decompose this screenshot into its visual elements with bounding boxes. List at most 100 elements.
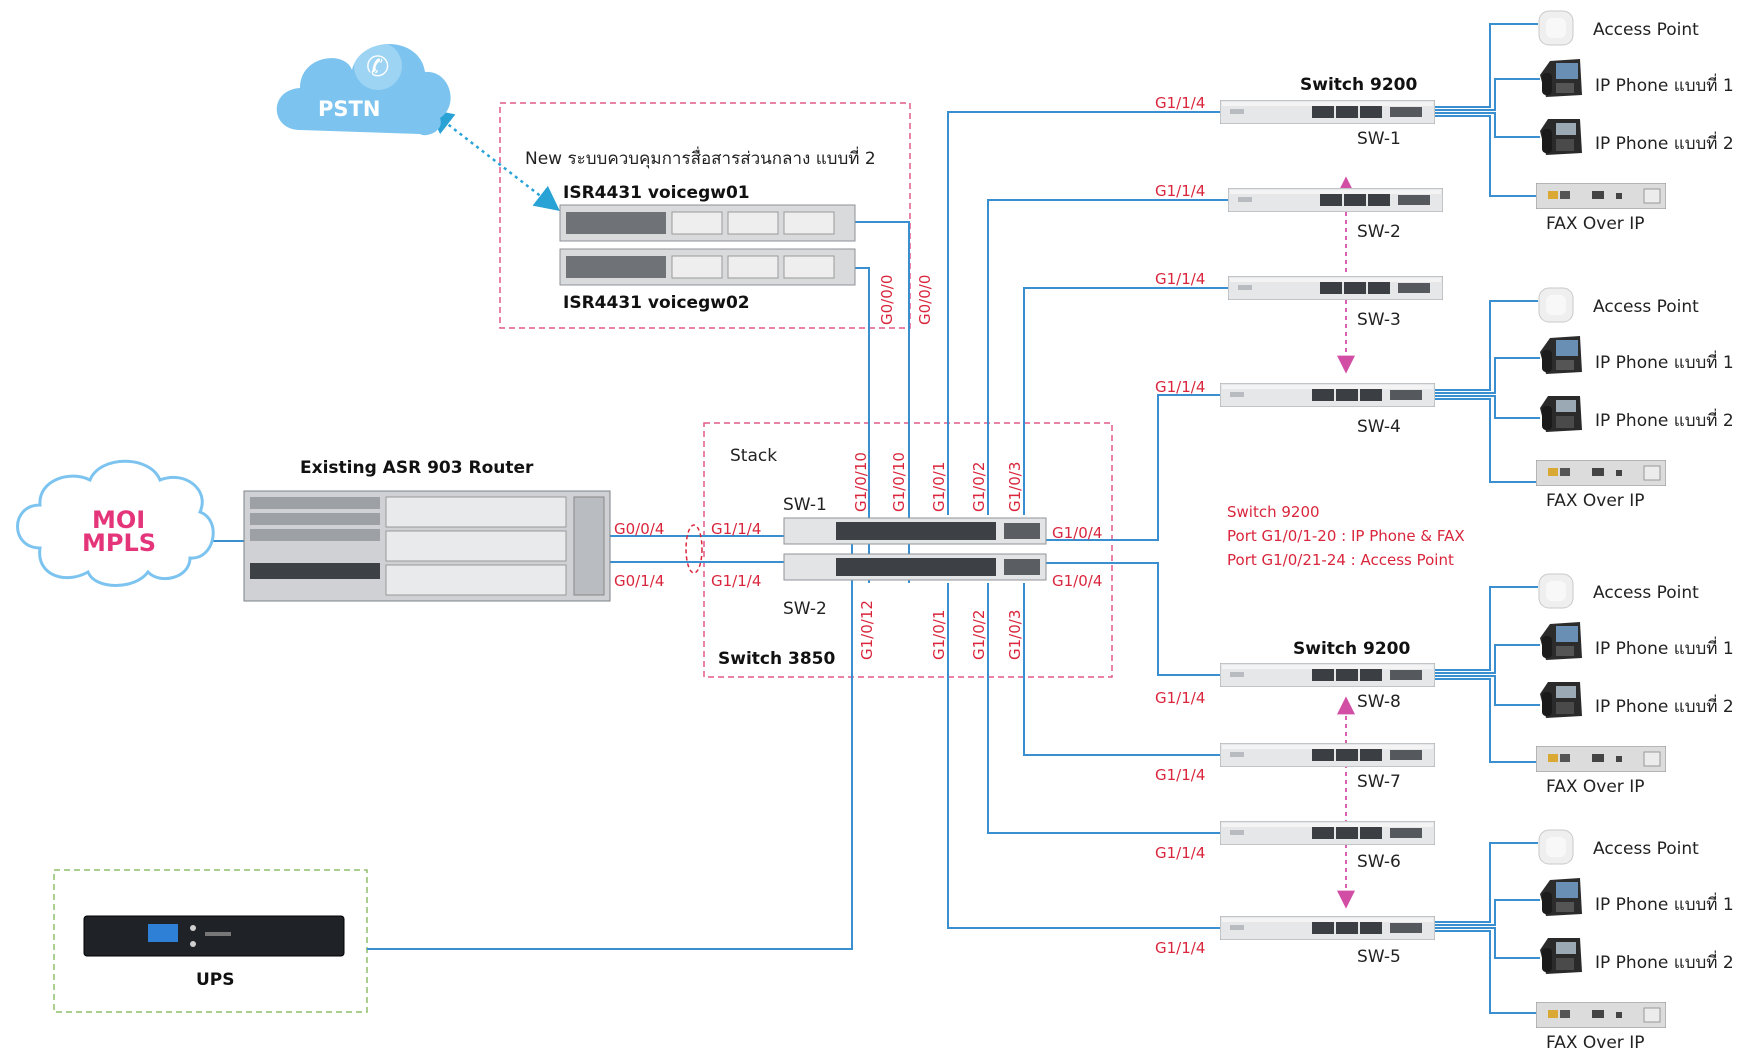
core-top-port-2: G1/0/10: [890, 452, 908, 512]
access-switch-label: SW-6: [1357, 852, 1401, 872]
pstn-label: PSTN: [318, 97, 380, 121]
fax-label: FAX Over IP: [1546, 214, 1644, 234]
core-top-port-5: G1/0/3: [1006, 462, 1024, 512]
core-top-port-1: G1/0/10: [852, 452, 870, 512]
router-port-top: G0/0/4: [614, 520, 664, 538]
voicegw-port-b: G0/0/0: [916, 275, 934, 325]
core-top-port-labels: G1/0/10 G1/0/10 G1/0/1 G1/0/2 G1/0/3: [852, 452, 1024, 512]
core-top-port-4: G1/0/2: [970, 462, 988, 512]
moi-label: MOI: [92, 506, 145, 534]
link-core-to-sw1: [947, 111, 1220, 515]
core-bottom-port-2: G1/0/1: [930, 610, 948, 660]
ups-device: [83, 915, 345, 957]
ip-phone-2-icon: [1540, 682, 1582, 718]
access-switch-sw-2: [1228, 188, 1443, 212]
voice-gateway-group-box: [499, 102, 911, 329]
router-port-bottom: G0/1/4: [614, 572, 664, 590]
access-point-label: Access Point: [1593, 839, 1699, 859]
access-switch-uplink-port: G1/1/4: [1155, 766, 1205, 784]
pstn-cloud: ✆ PSTN: [276, 42, 451, 136]
ip-phone-2-label: IP Phone แบบที่ 2: [1595, 131, 1734, 154]
core-switch-sw1: [783, 517, 1047, 545]
access-point-icon: [1538, 573, 1574, 609]
link-core-to-sw6: [987, 583, 1220, 834]
access-switch-uplink-port: G1/1/4: [1155, 270, 1205, 288]
link-ups-to-core: [367, 523, 853, 950]
access-switch-label: SW-7: [1357, 772, 1401, 792]
router-title: Existing ASR 903 Router: [300, 458, 534, 478]
access-switch-sw-7: [1220, 743, 1435, 767]
ip-phone-2-label: IP Phone แบบที่ 2: [1595, 950, 1734, 973]
access-switch-label: SW-1: [1357, 129, 1401, 149]
fax-label: FAX Over IP: [1546, 491, 1644, 511]
access-switch-label: SW-4: [1357, 417, 1401, 437]
ip-phone-2-icon: [1540, 119, 1582, 155]
core-right-port-bottom: G1/0/4: [1052, 572, 1102, 590]
link-core-to-sw3: [1023, 287, 1228, 515]
core-left-port-bottom: G1/1/4: [711, 572, 761, 590]
ip-phone-2-label: IP Phone แบบที่ 2: [1595, 408, 1734, 431]
etherchannel-ring: [685, 524, 703, 574]
voice-gateway-title: New ระบบควบคุมการสื่อสารส่วนกลาง แบบที่ …: [525, 146, 876, 169]
ip-phone-2-icon: [1540, 396, 1582, 432]
link-pstn-to-voicegw: [428, 108, 560, 212]
access-switch-uplink-port: G1/1/4: [1155, 182, 1205, 200]
ip-phone-1-icon: [1540, 59, 1582, 97]
access-switch-label: SW-5: [1357, 947, 1401, 967]
fax-icon: [1536, 183, 1666, 209]
core-top-port-3: G1/0/1: [930, 462, 948, 512]
asr903-router-device: [243, 490, 611, 602]
core-bottom-port-4: G1/0/3: [1006, 610, 1024, 660]
ip-phone-1-label: IP Phone แบบที่ 1: [1595, 636, 1734, 659]
ip-phone-2-icon: [1540, 938, 1582, 974]
access-switches: SW-1G1/1/4SW-2G1/1/4SW-3G1/1/4SW-4G1/1/4…: [1155, 94, 1443, 967]
access-point-icon: [1538, 829, 1574, 865]
ups-label: UPS: [196, 970, 235, 990]
access-switch-label: SW-2: [1357, 222, 1401, 242]
note-line2: Port G1/0/1-20 : IP Phone & FAX: [1227, 527, 1465, 545]
voicegw-port-a: G0/0/0: [878, 275, 896, 325]
note-line1: Switch 9200: [1227, 503, 1320, 521]
core-left-port-top: G1/1/4: [711, 520, 761, 538]
phone-icon: [354, 42, 402, 90]
link-core-to-sw7: [1023, 583, 1220, 756]
fax-label: FAX Over IP: [1546, 1033, 1644, 1051]
stack-label: Stack: [730, 446, 777, 466]
moi-mpls-cloud: MOI MPLS: [16, 459, 215, 587]
endpoint-group-2: Access Point IP Phone แบบที่ 1 IP Phone แบ…: [1536, 287, 1734, 511]
ip-phone-1-label: IP Phone แบบที่ 1: [1595, 350, 1734, 373]
ip-phone-1-icon: [1540, 622, 1582, 660]
ip-phone-2-label: IP Phone แบบที่ 2: [1595, 694, 1734, 717]
access-point-label: Access Point: [1593, 583, 1699, 603]
link-core-to-sw4: [1045, 394, 1220, 541]
access-point-icon: [1538, 287, 1574, 323]
ups-group-box: [53, 869, 368, 1013]
phone-glyph: ✆: [366, 50, 389, 83]
endpoint-groups: Access Point IP Phone แบบที่ 1 IP Phone แบ…: [1536, 10, 1734, 1051]
access-point-label: Access Point: [1593, 20, 1699, 40]
ip-phone-1-icon: [1540, 336, 1582, 374]
access-group-top-title: Switch 9200: [1300, 75, 1417, 95]
access-switch-sw-5: [1220, 916, 1435, 940]
fax-icon: [1536, 1002, 1666, 1028]
access-group-bottom-title: Switch 9200: [1293, 639, 1410, 659]
access-point-icon: [1538, 10, 1574, 46]
access-switch-uplink-port: G1/1/4: [1155, 844, 1205, 862]
access-switch-sw-8: [1220, 663, 1435, 687]
access-switch-label: SW-3: [1357, 310, 1401, 330]
fax-icon: [1536, 460, 1666, 486]
link-core-to-sw5: [947, 583, 1220, 929]
link-voicegw01-to-core: [855, 221, 910, 583]
access-point-label: Access Point: [1593, 297, 1699, 317]
access-switch-uplink-port: G1/1/4: [1155, 378, 1205, 396]
note-line3: Port G1/0/21-24 : Access Point: [1227, 551, 1454, 569]
fax-icon: [1536, 746, 1666, 772]
core-switch-sw2: [783, 553, 1047, 581]
access-switch-uplink-port: G1/1/4: [1155, 94, 1205, 112]
links: [168, 23, 1540, 1014]
core-bottom-port-1: G1/0/12: [858, 600, 876, 660]
mpls-label: MPLS: [82, 529, 156, 557]
